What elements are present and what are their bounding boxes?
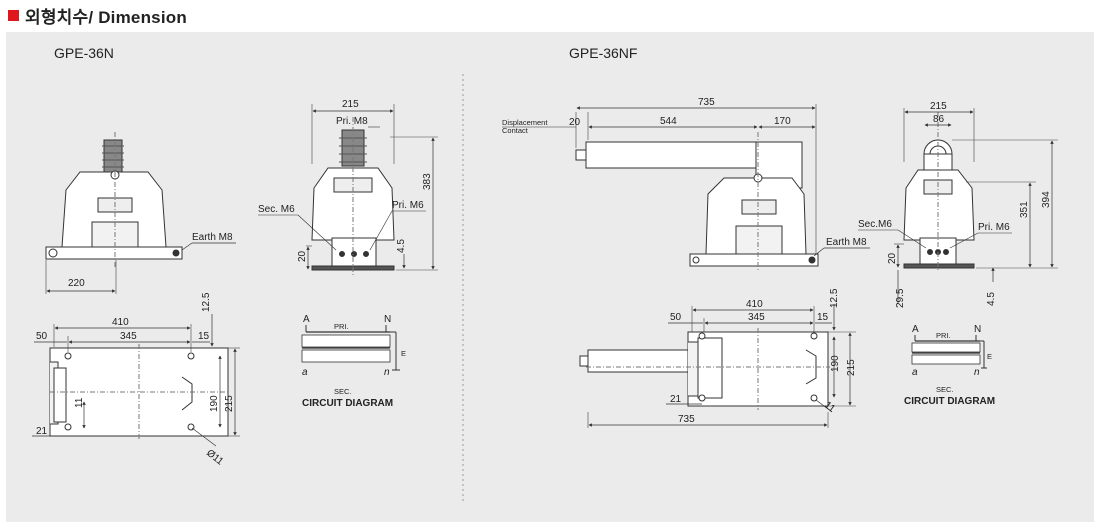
- right-top-21: 21: [670, 394, 682, 405]
- left-side-sec-m6: Sec. M6: [258, 204, 295, 215]
- left-top-190: 190: [209, 395, 220, 412]
- left-top-345: 345: [120, 331, 137, 342]
- right-circuit-a: A: [912, 324, 919, 335]
- right-side-4-5: 4.5: [986, 292, 997, 306]
- right-circuit-pri: PRI.: [936, 331, 951, 340]
- right-side-215: 215: [930, 101, 947, 112]
- right-top-735: 735: [678, 414, 695, 425]
- right-side-20: 20: [887, 252, 898, 264]
- right-circuit-sec: SEC.: [936, 385, 954, 394]
- dimension-drawings: GPE-36N Earth M8 220: [32, 45, 1058, 502]
- right-side-29-5: 29.5: [895, 288, 906, 308]
- left-side-pri-m8: Pri. M8: [336, 116, 368, 127]
- right-front-544: 544: [660, 116, 677, 127]
- left-circuit-a: A: [303, 314, 310, 325]
- left-top-hole: Ø11: [204, 448, 225, 468]
- right-side-sec: Sec.M6: [858, 219, 892, 230]
- right-circuit-n: N: [974, 324, 981, 335]
- left-circuit-diagram: A N PRI. E a n SEC. CIRCUIT DIAGRAM: [301, 314, 406, 409]
- left-side-width: 215: [342, 99, 359, 110]
- right-top-215: 215: [846, 359, 857, 376]
- left-top-21: 21: [36, 426, 48, 437]
- right-side-351: 351: [1019, 201, 1030, 218]
- right-top-190: 190: [830, 355, 841, 372]
- right-side-pri: Pri. M6: [978, 222, 1010, 233]
- right-top-12-5: 12.5: [829, 288, 840, 308]
- right-side-view: [903, 112, 975, 272]
- left-top-50: 50: [36, 331, 48, 342]
- left-circuit-title: CIRCUIT DIAGRAM: [302, 398, 393, 409]
- right-disp-1: Displacement: [502, 118, 548, 127]
- right-front-170: 170: [774, 116, 791, 127]
- left-circuit-n-low: n: [384, 367, 390, 378]
- left-side-pri-m6: Pri. M6: [392, 200, 424, 211]
- bolt-icon: [48, 248, 58, 258]
- left-circuit-e: E: [401, 349, 406, 358]
- section-heading: 외형치수/ Dimension: [8, 4, 187, 27]
- right-circuit-title: CIRCUIT DIAGRAM: [904, 396, 995, 407]
- left-model-name: GPE-36N: [54, 45, 114, 61]
- section-title: 외형치수/ Dimension: [25, 7, 187, 27]
- left-top-11: 11: [74, 397, 85, 408]
- earth-terminal-icon: [172, 249, 180, 257]
- right-front-earth: Earth M8: [826, 237, 867, 248]
- right-front-view: [575, 132, 819, 272]
- right-front-735: 735: [698, 97, 715, 108]
- right-top-15: 15: [817, 312, 829, 323]
- red-square-icon: [8, 9, 19, 21]
- left-top-view: [49, 344, 229, 440]
- left-circuit-sec: SEC.: [334, 387, 352, 396]
- left-circuit-n: N: [384, 314, 391, 325]
- right-top-410: 410: [746, 299, 763, 310]
- right-disp-2: Contact: [502, 126, 529, 135]
- left-side-base: 20: [297, 250, 308, 262]
- left-side-foot: 4.5: [396, 239, 407, 253]
- left-top-410: 410: [112, 317, 129, 328]
- left-front-view: [45, 132, 183, 267]
- right-side-394: 394: [1041, 191, 1052, 208]
- left-top-15: 15: [198, 331, 210, 342]
- right-side-86: 86: [933, 114, 945, 125]
- right-top-view: [579, 328, 830, 410]
- left-top-215: 215: [224, 395, 235, 412]
- left-circuit-pri: PRI.: [334, 322, 349, 331]
- right-top-345: 345: [748, 312, 765, 323]
- left-circuit-a-low: a: [302, 367, 308, 378]
- left-front-width: 220: [68, 278, 85, 289]
- right-circuit-a-low: a: [912, 367, 918, 378]
- left-side-view: [311, 117, 395, 277]
- right-top-50: 50: [670, 312, 682, 323]
- right-circuit-e: E: [987, 352, 992, 361]
- left-front-earth-label: Earth M8: [192, 232, 233, 243]
- left-top-12-5: 12.5: [201, 292, 212, 312]
- right-front-20: 20: [569, 117, 581, 128]
- right-circuit-n-low: n: [974, 367, 980, 378]
- right-circuit-diagram: A N PRI. E a n SEC. CIRCUIT DIAGRAM: [904, 324, 995, 407]
- left-side-height: 383: [422, 173, 433, 190]
- right-model-name: GPE-36NF: [569, 45, 637, 61]
